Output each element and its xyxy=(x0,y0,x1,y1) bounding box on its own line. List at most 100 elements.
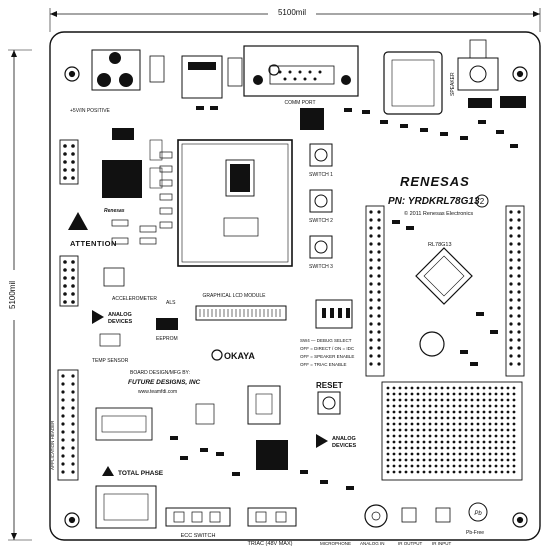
proto-hole xyxy=(386,386,390,390)
header-pin xyxy=(369,330,373,334)
header-pin xyxy=(377,338,381,342)
user-switches: SWITCH 1 SWITCH 2 SWITCH 3 xyxy=(309,143,333,270)
proto-hole xyxy=(458,452,462,456)
proto-hole xyxy=(512,410,516,414)
header-pin xyxy=(377,242,381,246)
header-pin xyxy=(369,290,373,294)
proto-hole xyxy=(392,452,396,456)
proto-hole xyxy=(428,422,432,426)
proto-hole xyxy=(488,428,492,432)
proto-hole xyxy=(476,416,480,420)
sw4-note: SW4 — DEBUG SELECT xyxy=(300,338,352,343)
proto-hole xyxy=(512,404,516,408)
proto-hole xyxy=(392,386,396,390)
header-pin xyxy=(517,322,521,326)
proto-hole xyxy=(434,452,438,456)
proto-hole xyxy=(470,464,474,468)
proto-hole xyxy=(440,440,444,444)
proto-hole xyxy=(440,446,444,450)
microphone-label: MICROPHONE xyxy=(320,541,351,546)
eeprom-label: EEPROM xyxy=(156,336,178,342)
proto-hole xyxy=(452,452,456,456)
proto-hole xyxy=(428,386,432,390)
proto-hole xyxy=(476,428,480,432)
proto-hole xyxy=(440,470,444,474)
header-pin xyxy=(517,314,521,318)
proto-hole xyxy=(470,386,474,390)
okaya-logo: OKAYA xyxy=(211,349,255,361)
dip-switch: SW4 — DEBUG SELECT OFF = DIRECT / ON = I… xyxy=(300,299,355,367)
proto-hole xyxy=(506,404,510,408)
triac-terminal: TRIAC (48V MAX) xyxy=(247,507,297,547)
proto-hole xyxy=(488,446,492,450)
future-designs-label: FUTURE DESIGNS, INC xyxy=(128,379,201,386)
proto-hole xyxy=(386,398,390,402)
analog-devices-logo-right: ANALOG DEVICES xyxy=(316,434,356,449)
proto-hole xyxy=(404,392,408,396)
proto-hole xyxy=(512,470,516,474)
header-pin xyxy=(71,374,75,378)
usb-connector xyxy=(181,55,243,99)
spkr-enable-note: OFF = SPEAKER ENABLE xyxy=(300,354,354,359)
proto-hole xyxy=(416,440,420,444)
proto-hole xyxy=(428,464,432,468)
proto-hole xyxy=(422,434,426,438)
proto-hole xyxy=(428,470,432,474)
proto-hole xyxy=(410,410,414,414)
proto-hole xyxy=(500,458,504,462)
proto-hole xyxy=(386,422,390,426)
proto-hole xyxy=(392,392,396,396)
proto-hole xyxy=(410,440,414,444)
triac-label: TRIAC (48V MAX) xyxy=(248,541,293,547)
svg-text:Renesas: Renesas xyxy=(104,208,125,214)
header-pin xyxy=(517,282,521,286)
header-pin xyxy=(71,446,75,450)
speaker-area: SPEAKER xyxy=(383,39,526,115)
total-phase-logo: TOTAL PHASE xyxy=(95,466,164,529)
svg-text:DEVICES: DEVICES xyxy=(332,443,356,449)
proto-hole xyxy=(512,386,516,390)
proto-hole xyxy=(458,398,462,402)
header-pin xyxy=(61,398,65,402)
proto-hole xyxy=(428,440,432,444)
proto-hole xyxy=(464,386,468,390)
header-pin xyxy=(369,306,373,310)
okaya-label: OKAYA xyxy=(224,351,255,361)
mcu-label: RL78G13 xyxy=(428,242,452,248)
proto-hole xyxy=(422,428,426,432)
header-pin xyxy=(377,354,381,358)
header-pin xyxy=(517,218,521,222)
proto-hole xyxy=(506,440,510,444)
proto-hole xyxy=(428,416,432,420)
proto-hole xyxy=(386,446,390,450)
proto-hole xyxy=(500,428,504,432)
header-pin xyxy=(61,430,65,434)
switch3-label: SWITCH 3 xyxy=(309,264,333,270)
proto-hole xyxy=(386,458,390,462)
svg-text:ANALOG: ANALOG xyxy=(108,312,132,318)
lcd-label: GRAPHICAL LCD MODULE xyxy=(203,293,267,299)
proto-hole xyxy=(446,470,450,474)
proto-hole xyxy=(392,440,396,444)
dimension-left: 5100mil xyxy=(6,49,32,541)
ir-input-label: IR INPUT xyxy=(432,541,452,546)
header-pin xyxy=(71,430,75,434)
proto-hole xyxy=(470,470,474,474)
proto-hole xyxy=(434,440,438,444)
reset-label: RESET xyxy=(316,381,343,390)
proto-hole xyxy=(458,434,462,438)
proto-hole xyxy=(416,434,420,438)
proto-hole xyxy=(488,470,492,474)
header-pin xyxy=(71,470,75,474)
proto-hole xyxy=(458,440,462,444)
header-pin xyxy=(61,446,65,450)
header-pin xyxy=(61,374,65,378)
proto-hole xyxy=(476,452,480,456)
proto-hole xyxy=(512,422,516,426)
proto-hole xyxy=(416,398,420,402)
header-pin xyxy=(509,338,513,342)
header-pin xyxy=(71,438,75,442)
header-pin xyxy=(369,282,373,286)
proto-hole xyxy=(464,464,468,468)
proto-hole xyxy=(404,446,408,450)
